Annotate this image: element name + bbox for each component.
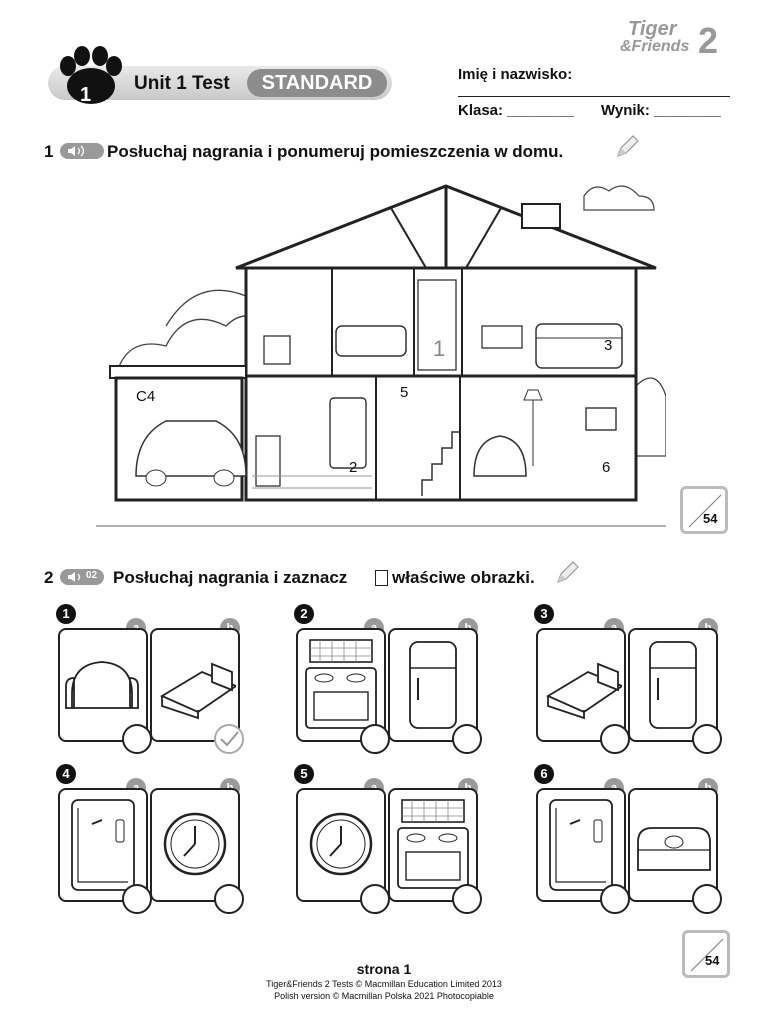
tiger-friends-logo: Tiger &Friends 2	[620, 18, 719, 61]
score-box-task1[interactable]: 54	[680, 486, 728, 534]
item-number: 6	[534, 764, 554, 784]
picture-card[interactable]	[150, 628, 240, 742]
picture-card[interactable]	[388, 788, 478, 902]
answer-circle[interactable]	[122, 884, 152, 914]
unit-title: Unit 1 Test	[134, 73, 230, 94]
pencil-icon	[616, 135, 639, 158]
picture-card[interactable]	[628, 788, 718, 902]
sofa-icon	[637, 827, 711, 871]
cooker-icon	[397, 799, 469, 889]
fridge-icon	[409, 641, 457, 729]
picture-card[interactable]	[536, 788, 626, 902]
picture-item: 1ab	[56, 604, 246, 754]
checkbox-symbol-icon	[375, 570, 388, 586]
task2-instruction-post: właściwe obrazki.	[392, 568, 535, 587]
score-box-task2[interactable]: 54	[682, 930, 730, 978]
picture-card[interactable]	[628, 628, 718, 742]
picture-card[interactable]	[388, 628, 478, 742]
armchair-icon	[65, 661, 139, 709]
picture-card[interactable]	[296, 788, 386, 902]
picture-card[interactable]	[58, 628, 148, 742]
room-label-living-room: 6	[602, 459, 611, 476]
house-illustration	[96, 184, 666, 527]
picture-item: 3ab	[534, 604, 724, 754]
picture-card[interactable]	[58, 788, 148, 902]
answer-circle[interactable]	[122, 724, 152, 754]
item-number: 5	[294, 764, 314, 784]
name-line[interactable]	[458, 96, 730, 97]
class-label: Klasa: ________	[458, 102, 574, 119]
clock-icon	[163, 812, 227, 876]
clock-icon	[309, 812, 373, 876]
paw-icon	[60, 46, 122, 104]
task1-instruction: Posłuchaj nagrania i ponumeruj pomieszcz…	[107, 142, 564, 161]
copyright-line-1: Tiger&Friends 2 Tests © Macmillan Educat…	[266, 979, 502, 989]
picture-item: 5ab	[294, 764, 484, 914]
task2-instruction-pre: Posłuchaj nagrania i zaznacz	[113, 568, 348, 587]
audio-icon[interactable]	[60, 143, 104, 159]
fridge-icon	[649, 641, 697, 729]
picture-item: 4ab	[56, 764, 246, 914]
shower-icon	[549, 799, 613, 891]
room-label-hall: 5	[400, 384, 409, 401]
pencil-icon	[556, 561, 579, 584]
checkmark-icon	[220, 731, 239, 747]
item-number: 1	[56, 604, 76, 624]
room-label-kitchen: 2	[349, 459, 358, 476]
copyright-line-2: Polish version © Macmillan Polska 2021 P…	[274, 991, 494, 1001]
picture-card[interactable]	[150, 788, 240, 902]
page-number: strona 1	[356, 961, 412, 977]
answer-circle[interactable]	[692, 884, 722, 914]
answer-circle[interactable]	[452, 724, 482, 754]
item-number: 3	[534, 604, 554, 624]
task1-number: 1	[44, 142, 54, 161]
answer-circle[interactable]	[360, 724, 390, 754]
picture-card[interactable]	[536, 628, 626, 742]
picture-item: 2ab	[294, 604, 484, 754]
room-label-bedroom: 3	[604, 337, 613, 354]
answer-circle[interactable]	[600, 884, 630, 914]
answer-circle[interactable]	[452, 884, 482, 914]
room-label-garage: C4	[136, 388, 156, 405]
picture-card[interactable]	[296, 628, 386, 742]
track-number: 02	[86, 570, 98, 581]
level-badge: STANDARD	[247, 69, 387, 97]
unit-number: 1	[80, 84, 92, 106]
bed-icon	[546, 662, 622, 720]
cooker-icon	[305, 639, 377, 729]
answer-circle[interactable]	[692, 724, 722, 754]
answer-circle[interactable]	[360, 884, 390, 914]
answer-circle[interactable]	[600, 724, 630, 754]
bed-icon	[160, 662, 236, 720]
shower-icon	[71, 799, 135, 891]
room-label-bathroom: 1	[433, 336, 446, 361]
task2-number: 2	[44, 568, 54, 587]
audio-icon[interactable]	[60, 569, 104, 585]
name-label: Imię i nazwisko:	[458, 66, 573, 83]
item-number: 4	[56, 764, 76, 784]
score-label: Wynik: ________	[601, 102, 721, 119]
answer-circle[interactable]	[214, 724, 244, 754]
picture-item: 6ab	[534, 764, 724, 914]
item-number: 2	[294, 604, 314, 624]
answer-circle[interactable]	[214, 884, 244, 914]
